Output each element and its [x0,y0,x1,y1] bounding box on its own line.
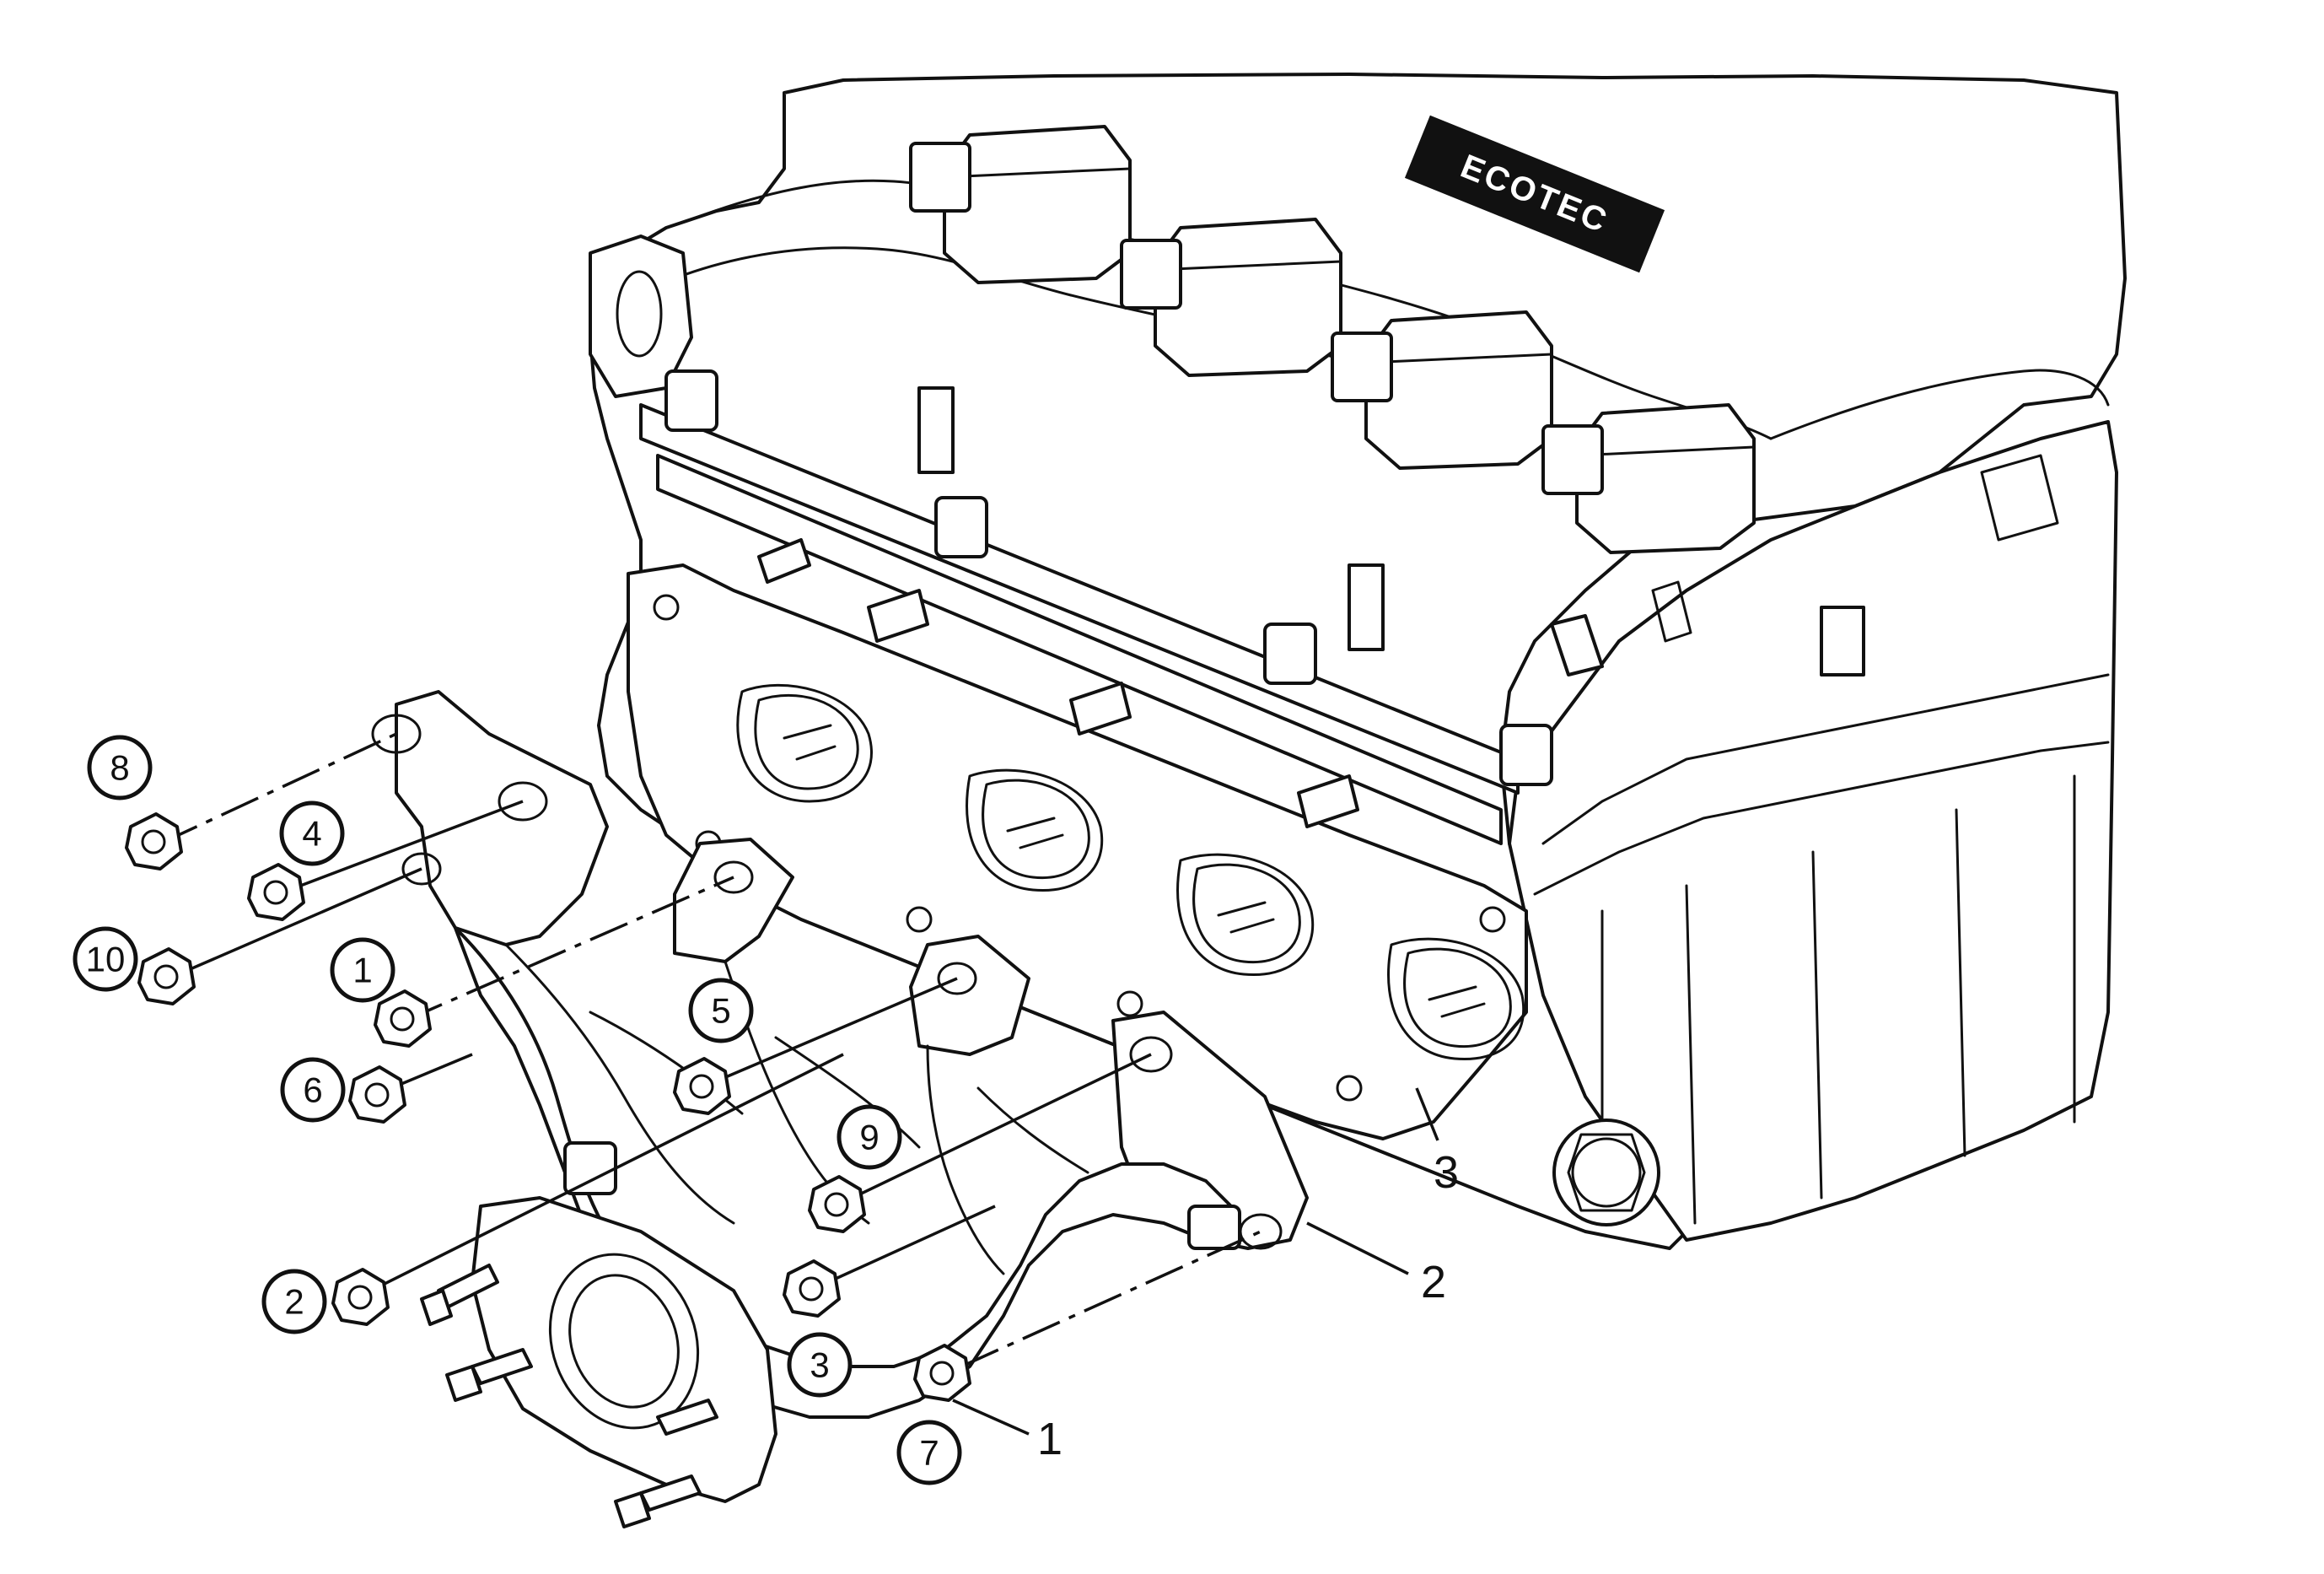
ignition-coil-4 [1541,403,1756,554]
nut-5 [673,1057,731,1115]
part-label-3: 3 [1415,1087,1459,1198]
callout-5: 5 [688,978,754,1043]
svg-text:3: 3 [810,1345,829,1385]
lifting-eye [589,234,693,398]
svg-text:7: 7 [919,1433,939,1473]
svg-text:5: 5 [711,991,730,1031]
callout-9: 9 [837,1104,902,1170]
nut-1-seq [374,989,432,1048]
svg-text:8: 8 [110,748,129,788]
manifold-outlet-flange [420,1196,777,1528]
svg-text:6: 6 [303,1070,322,1110]
callout-1: 1 [330,937,395,1003]
nut-6 [348,1065,406,1124]
svg-text:2: 2 [284,1282,304,1322]
nut-10 [137,947,196,1005]
timing-bolt [1552,1119,1660,1226]
svg-text:9: 9 [859,1118,879,1157]
ignition-coil-3 [1331,310,1553,470]
nut-7 [913,1344,971,1402]
fasteners-and-callouts: 8 4 10 1 5 6 9 2 [73,732,1459,1485]
gasket-port-4 [1387,937,1525,1061]
callout-7: 7 [896,1420,962,1485]
svg-text:3: 3 [1434,1147,1459,1198]
svg-text:1: 1 [1037,1414,1062,1464]
callout-3: 3 [787,1332,853,1398]
svg-text:4: 4 [302,814,321,854]
exhaust-manifold [371,690,1309,1528]
nut-4 [247,863,305,921]
svg-text:10: 10 [86,940,126,979]
nut-2 [331,1268,390,1326]
callout-8: 8 [87,735,153,800]
callout-2: 2 [261,1269,327,1334]
nut-3 [783,1259,841,1318]
exhaust-manifold-gasket [627,538,1528,1140]
nut-9 [808,1175,866,1233]
part-label-1: 1 [952,1399,1062,1464]
svg-text:1: 1 [352,951,372,990]
ignition-coil-2 [1120,218,1342,377]
gasket-port-1 [736,683,873,803]
ignition-coil-1 [909,125,1132,284]
nut-8 [125,812,183,871]
callout-6: 6 [280,1057,346,1123]
part-label-2: 2 [1306,1221,1446,1307]
svg-text:2: 2 [1421,1257,1446,1307]
gasket-port-2 [966,768,1104,892]
callout-4: 4 [279,800,345,866]
rail-clamps [664,369,1553,786]
callout-10: 10 [73,926,138,992]
gasket-port-3 [1176,853,1315,977]
